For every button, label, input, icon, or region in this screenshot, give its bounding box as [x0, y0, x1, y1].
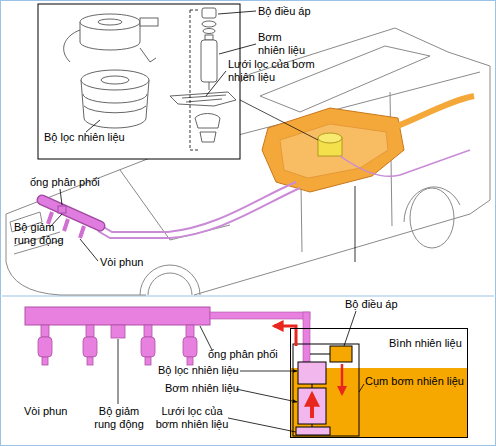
injector: [42, 357, 48, 365]
injector: [186, 325, 194, 337]
leader-line: [236, 389, 297, 402]
wire: [64, 30, 80, 62]
pump-module-top: [318, 133, 342, 143]
part-label: Lưới lọc của bơm nhiên liệu: [150, 405, 234, 431]
injector: [41, 325, 49, 337]
o-ring: [203, 29, 215, 34]
leader-line: [355, 186, 356, 262]
fuel-pipe: [303, 312, 310, 362]
fuel-rail: [25, 307, 210, 325]
filler-pipe: [392, 96, 474, 128]
dashed-bracket: [190, 10, 198, 150]
pulsation-damper: [58, 206, 66, 213]
connector: [140, 18, 158, 26]
leader-line: [228, 418, 296, 432]
pulsation-damper: [111, 325, 125, 338]
strainer-mesh: [182, 95, 226, 102]
part-label: Vòi phun: [24, 405, 67, 418]
filter-rib: [83, 94, 147, 113]
pump-outlet: [205, 35, 213, 40]
part-label: Bơm nhiên liệu: [258, 31, 306, 57]
injector: [183, 337, 197, 357]
regulator-part: [202, 8, 216, 18]
leader-line: [359, 384, 364, 392]
inset-pointer: [240, 100, 318, 140]
wheel-arch: [404, 187, 460, 222]
front-wheel: [148, 273, 192, 295]
pump-assembly: [293, 344, 359, 436]
nozzle: [140, 48, 156, 62]
inset-box: [38, 4, 240, 159]
injector: [83, 337, 97, 357]
pressure-regulator: [330, 346, 352, 362]
rear-wheel: [410, 188, 454, 248]
car-front: [6, 214, 146, 295]
node-title: Bình nhiên liệu: [389, 337, 462, 350]
fuel-filter: [298, 362, 326, 384]
leader-line: [219, 44, 256, 54]
strainer-part: [170, 92, 236, 106]
filter-top: [81, 70, 149, 90]
part-label: Lưới lọc của bơm nhiên liệu: [228, 58, 328, 84]
bracket-part: [195, 114, 220, 129]
injector: [187, 357, 193, 365]
fuel-pipe: [310, 354, 330, 355]
injector: [145, 357, 151, 365]
fuel-pipe: [312, 384, 313, 388]
part-label: ống phân phối: [30, 176, 100, 189]
part-label: Bộ điều áp: [258, 5, 311, 18]
leader-line: [200, 326, 212, 350]
module-cap: [98, 19, 122, 25]
fuel-pipe: [210, 312, 310, 319]
flow-arrow: [274, 326, 296, 346]
injector: [141, 337, 155, 357]
part-label: ống phân phối: [208, 348, 278, 361]
fuel-line: [340, 150, 470, 176]
injector: [144, 325, 152, 337]
leader-line: [206, 71, 226, 96]
part-label: Bộ giảm rung động: [90, 405, 148, 431]
pump-inlet: [209, 82, 210, 90]
fuel-tank-illustration: [262, 108, 404, 192]
leader-line: [118, 339, 119, 404]
injector: [38, 337, 52, 357]
wheel-arch: [140, 265, 200, 295]
part-label: Vòi phun: [100, 256, 143, 269]
part-label: Bộ lọc nhiên liệu: [158, 364, 239, 377]
fuel-line: [102, 182, 296, 232]
part-label: Cụm bơm nhiên liệu: [365, 375, 464, 388]
leader-line: [218, 11, 256, 14]
filter-port: [101, 76, 129, 84]
pump-strainer: [296, 427, 330, 435]
part-label: Bộ giảm rung động: [14, 221, 72, 247]
leader-line: [80, 239, 98, 261]
module-cap: [80, 14, 140, 30]
fuel-pump: [298, 388, 326, 424]
bracket-part: [200, 132, 216, 142]
leader-line: [86, 120, 100, 132]
injector: [86, 325, 94, 337]
o-ring: [202, 21, 216, 27]
fuel-tank: Bình nhiên liệu: [290, 328, 468, 438]
part-label: Bơm nhiên liệu: [165, 382, 239, 395]
tank-saddle: [280, 124, 388, 178]
injector: [87, 357, 93, 365]
pump-part: [201, 40, 217, 82]
part-label: Bộ lọc nhiên liệu: [44, 131, 125, 144]
leader-line: [240, 371, 297, 372]
leader-line: [60, 189, 62, 205]
separator: [2, 296, 494, 297]
flow-arrow: [310, 394, 314, 418]
part-label: Bộ điều áp: [345, 298, 398, 311]
flow-arrow: [341, 364, 344, 394]
